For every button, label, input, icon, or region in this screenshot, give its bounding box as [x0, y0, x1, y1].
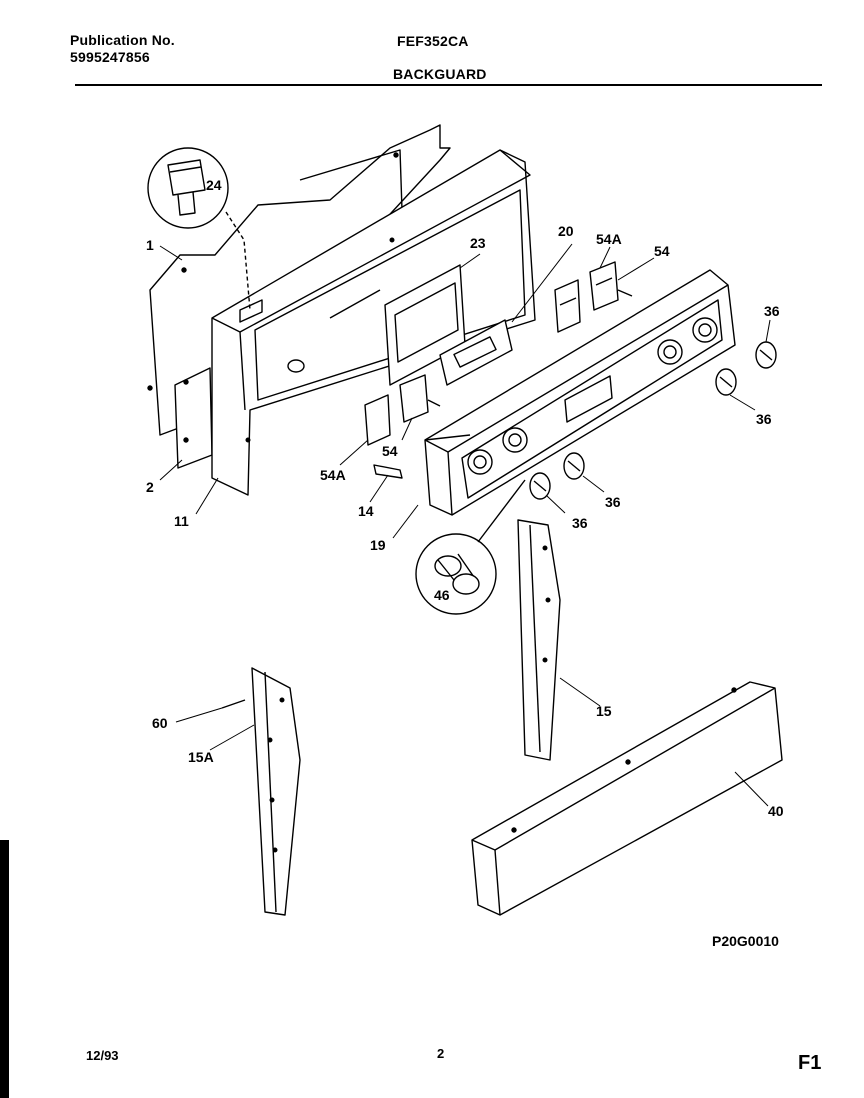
knob-insert-inset: [415, 479, 526, 615]
callout-14: 14: [358, 503, 374, 519]
clock-display-part: [439, 319, 513, 386]
switch-part-54-lower: [399, 374, 441, 423]
knob-part-36-a: [755, 341, 777, 369]
callout-36-d: 36: [572, 515, 588, 531]
callout-40: 40: [768, 803, 784, 819]
rocker-switch-inset: [147, 147, 251, 311]
callout-36-a: 36: [764, 303, 780, 319]
page-number: 2: [437, 1046, 445, 1061]
callout-19: 19: [370, 537, 386, 553]
callout-23: 23: [470, 235, 486, 251]
publication-number: 5995247856: [70, 49, 150, 65]
callout-54a-lower: 54A: [320, 467, 346, 483]
scan-edge-bar: [0, 840, 9, 1098]
callout-54-lower: 54: [382, 443, 398, 459]
side-trim-part-15a: [221, 667, 301, 916]
callout-1: 1: [146, 237, 154, 253]
callout-15a: 15A: [188, 749, 214, 765]
switch-part-54-upper: [589, 261, 633, 311]
side-trim-part-15: [517, 519, 561, 761]
section-title: BACKGUARD: [393, 66, 487, 82]
callout-36-c: 36: [605, 494, 621, 510]
knob-part-36-b: [715, 368, 737, 396]
model-number: FEF352CA: [397, 33, 469, 49]
callout-60: 60: [152, 715, 168, 731]
trim-strip-part-40: [471, 681, 783, 916]
footer-date: 12/93: [86, 1048, 119, 1063]
knob-part-36-c: [563, 452, 585, 480]
callout-54a-upper: 54A: [596, 231, 622, 247]
callout-2: 2: [146, 479, 154, 495]
leader-lines: [159, 243, 771, 807]
diagram-reference-code: P20G0010: [712, 933, 779, 949]
switch-part-54a-upper: [554, 279, 581, 333]
callout-20: 20: [558, 223, 574, 239]
publication-label: Publication No.: [70, 32, 175, 48]
figure-id: F1: [798, 1052, 822, 1074]
callout-46: 46: [434, 587, 450, 603]
callout-24: 24: [206, 177, 222, 193]
callout-54-upper: 54: [654, 243, 670, 259]
header-rule: [75, 84, 822, 86]
switch-part-54a-lower: [364, 394, 391, 446]
callout-36-b: 36: [756, 411, 772, 427]
callout-11: 11: [174, 513, 189, 529]
control-panel-part: [424, 269, 736, 516]
clip-part-14: [373, 464, 403, 479]
callout-15: 15: [596, 703, 612, 719]
knob-part-36-d: [529, 472, 551, 500]
bracket-part-2: [174, 367, 213, 469]
